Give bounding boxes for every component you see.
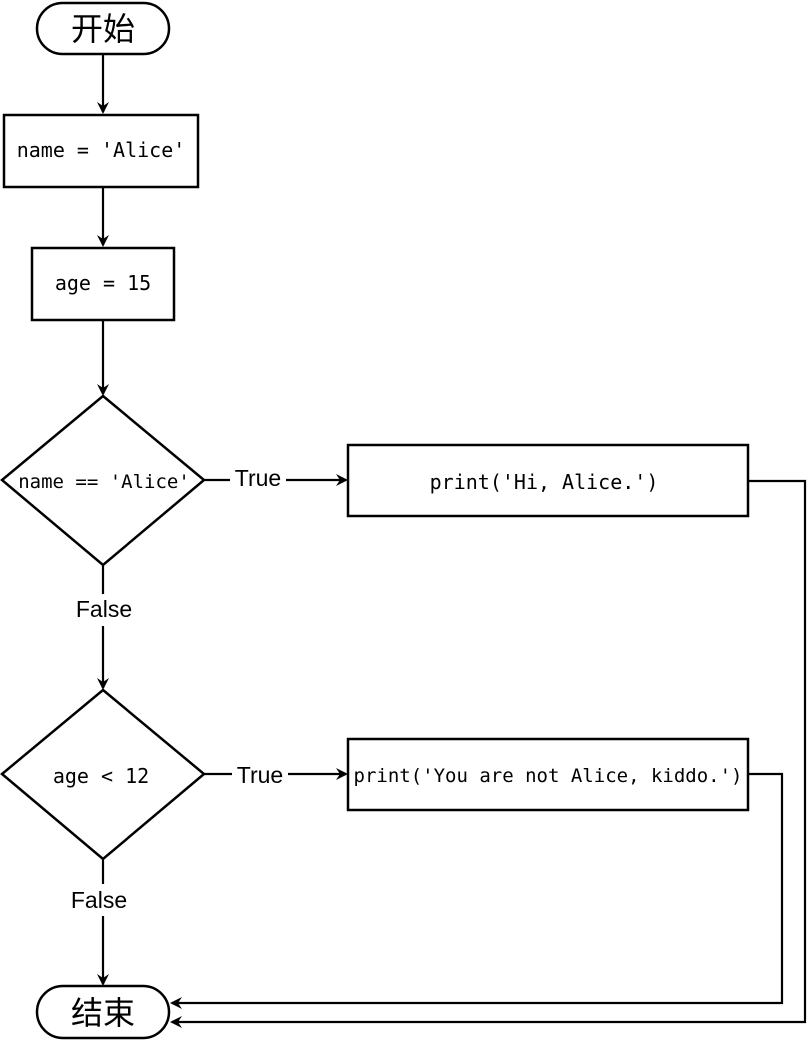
node-assign-name: name = 'Alice' (2, 113, 200, 189)
label-cond-name-true: True (235, 465, 281, 491)
process-shape (2, 113, 200, 189)
assign-name-text: name = 'Alice' (17, 138, 186, 162)
start-label: 开始 (71, 10, 135, 48)
node-assign-age: age = 15 (30, 246, 176, 322)
print-kiddo-text: print('You are not Alice, kiddo.') (354, 765, 743, 787)
node-cond-age: age < 12 (0, 688, 206, 861)
node-print-hi: print('Hi, Alice.') (346, 443, 750, 518)
node-start: 开始 (35, 1, 171, 56)
assign-age-text: age = 15 (55, 271, 151, 295)
node-print-kiddo: print('You are not Alice, kiddo.') (346, 737, 750, 812)
decision-shape (0, 688, 206, 861)
decision-shape (0, 394, 206, 567)
edges (97, 54, 807, 1028)
edge-hi-to-end (170, 479, 807, 1028)
label-cond-age-true: True (237, 762, 283, 788)
process-shape (30, 246, 176, 322)
label-cond-name-false: False (76, 596, 132, 622)
cond-name-text: name == 'Alice' (18, 471, 190, 493)
process-shape (346, 443, 750, 518)
label-cond-age-false: False (71, 887, 127, 913)
terminal-shape (35, 1, 171, 56)
print-hi-text: print('Hi, Alice.') (430, 470, 659, 494)
process-shape (346, 737, 750, 812)
node-cond-name: name == 'Alice' (0, 394, 206, 567)
cond-age-text: age < 12 (53, 764, 149, 788)
node-end: 结束 (35, 984, 171, 1040)
edge-kiddo-to-end (170, 772, 784, 1009)
edge-labels: True False True False (64, 464, 288, 916)
end-label: 结束 (71, 994, 135, 1032)
terminal-shape (35, 984, 171, 1040)
